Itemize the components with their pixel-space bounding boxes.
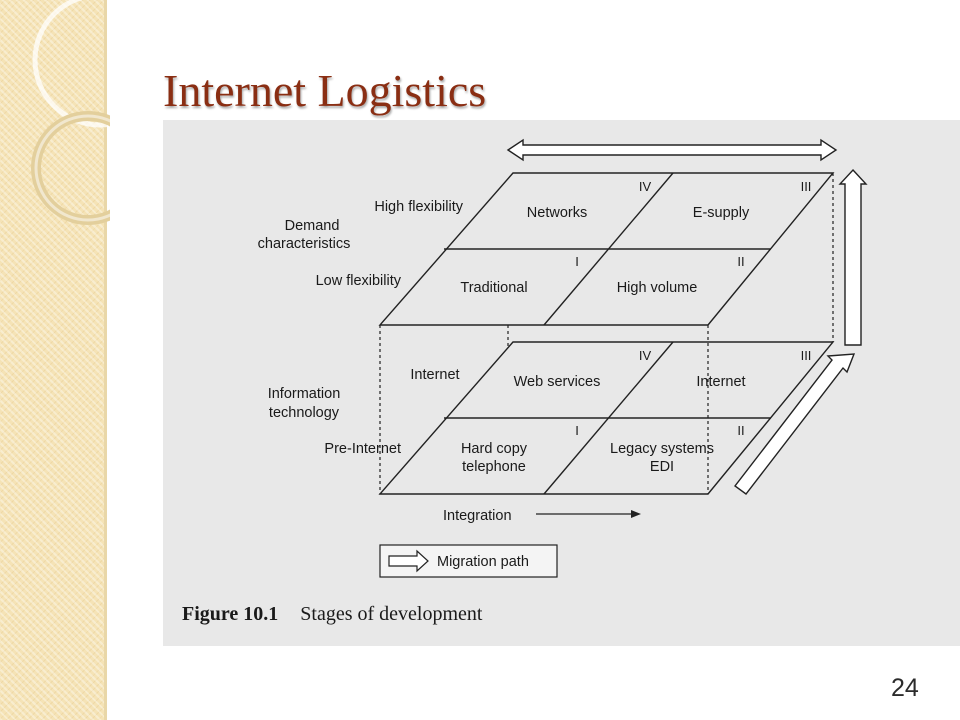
numeral-II-bottom: II	[737, 423, 744, 438]
cell-internet: Internet	[696, 374, 745, 390]
cell-telephone: telephone	[462, 459, 526, 475]
axis-title-characteristics: characteristics	[258, 236, 351, 252]
diagonal-migration-arrow	[734, 353, 856, 495]
caption-label: Figure 10.1	[182, 603, 279, 625]
figure-caption: Figure 10.1 Stages of development	[182, 603, 482, 626]
row-label-pre-internet: Pre-Internet	[324, 441, 401, 457]
cell-web-services: Web services	[514, 374, 601, 390]
cell-networks: Networks	[527, 205, 587, 221]
row-label-low-flexibility: Low flexibility	[316, 273, 402, 289]
numeral-IV-bottom: IV	[639, 348, 652, 363]
decorative-circles	[31, 0, 110, 225]
page-number: 24	[891, 674, 919, 702]
row-label-internet: Internet	[410, 367, 459, 383]
cell-edi: EDI	[650, 459, 674, 475]
vertical-migration-arrow	[838, 168, 868, 346]
legend-arrow-icon	[388, 549, 429, 573]
legend-label: Migration path	[437, 554, 529, 570]
axis-title-demand: Demand	[285, 218, 340, 234]
cell-high-volume: High volume	[617, 280, 698, 296]
row-label-high-flexibility: High flexibility	[374, 199, 463, 215]
stages-diagram: High flexibility Demand characteristics …	[258, 138, 868, 578]
caption-text: Stages of development	[300, 603, 483, 625]
horizontal-migration-arrow	[506, 138, 838, 162]
sidebar-border	[104, 0, 107, 720]
axis-title-technology: technology	[269, 405, 340, 421]
numeral-IV-top: IV	[639, 179, 652, 194]
cell-hard-copy: Hard copy	[461, 441, 528, 457]
integration-label: Integration	[443, 508, 512, 524]
numeral-III-bottom: III	[801, 348, 812, 363]
slide-title: Internet Logistics	[163, 65, 487, 116]
numeral-III-top: III	[801, 179, 812, 194]
top-layer-midline-v	[543, 172, 674, 326]
cell-legacy-systems: Legacy systems	[610, 441, 714, 457]
numeral-I-top: I	[575, 254, 579, 269]
bottom-layer-midline-v	[543, 341, 674, 495]
cell-e-supply: E-supply	[693, 205, 750, 221]
axis-title-information: Information	[268, 386, 341, 402]
numeral-II-top: II	[737, 254, 744, 269]
cell-traditional: Traditional	[460, 280, 527, 296]
numeral-I-bottom: I	[575, 423, 579, 438]
